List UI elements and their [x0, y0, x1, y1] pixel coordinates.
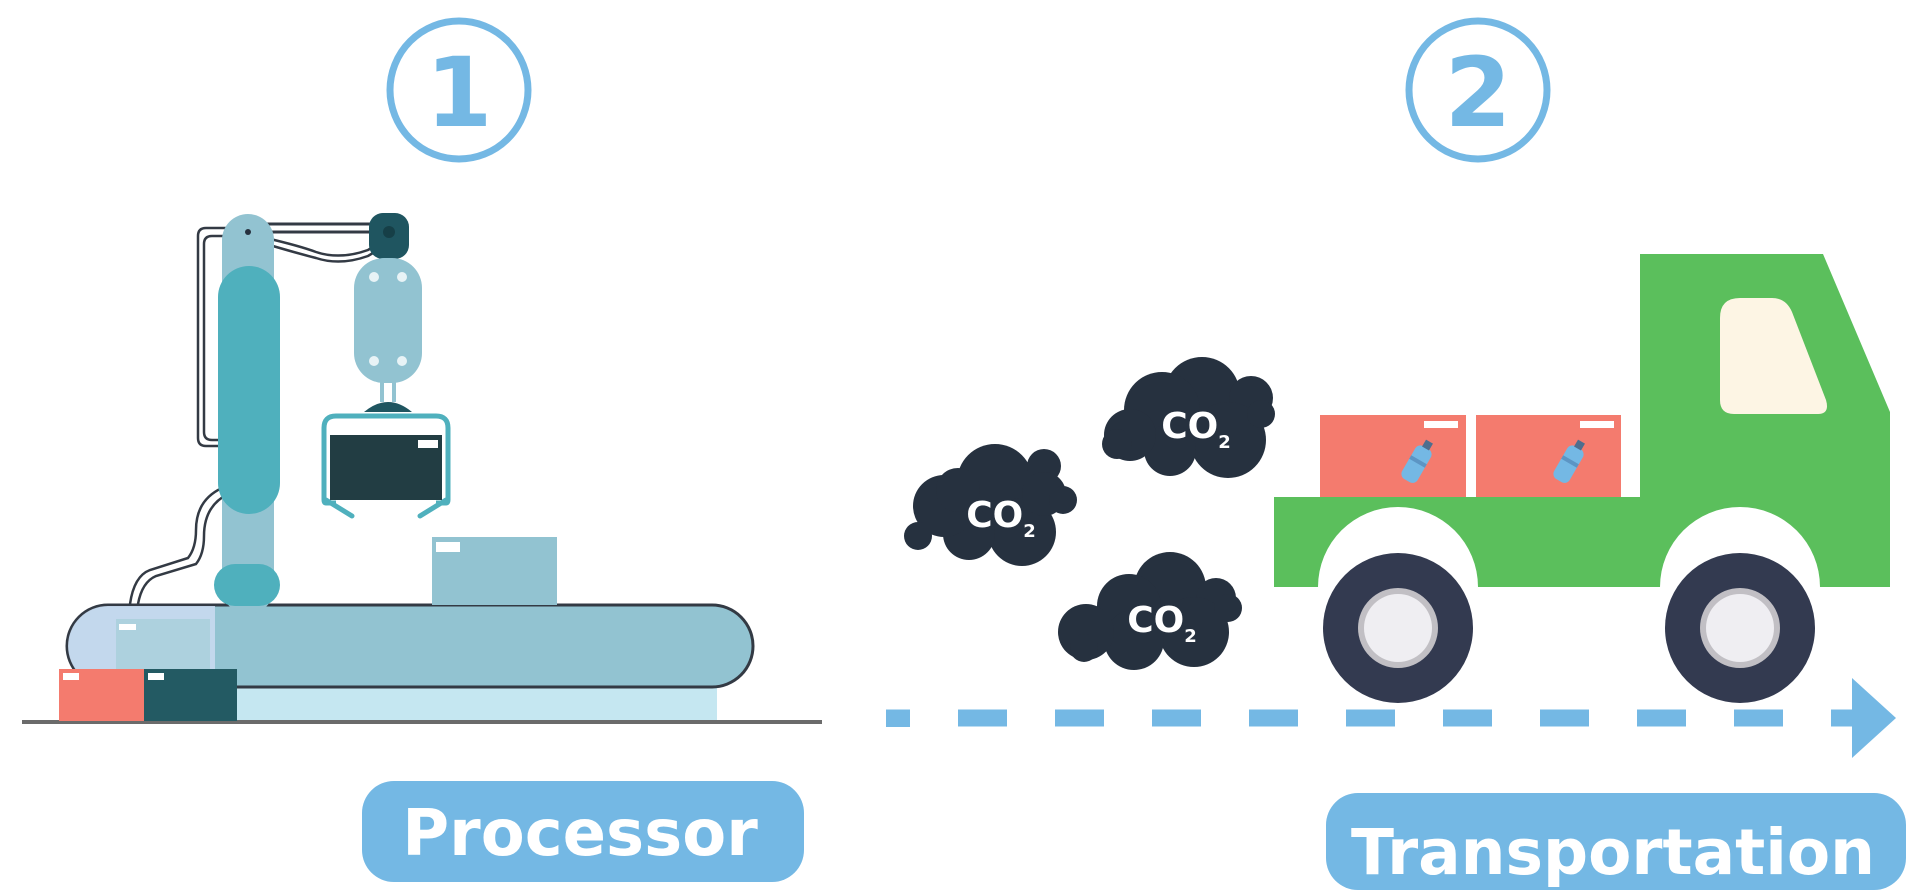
bottle-icon — [1553, 439, 1585, 483]
flow-arrow — [886, 678, 1896, 758]
processor-label: Processor — [362, 781, 804, 882]
svg-text:CO2: CO2 — [1127, 600, 1197, 647]
co2-label: CO — [1127, 600, 1184, 641]
svg-text:CO2: CO2 — [1161, 406, 1231, 453]
conveyor-box — [432, 537, 557, 605]
co2-cloud-1: CO2 — [904, 444, 1077, 566]
transportation-label-text: Transportation — [1351, 816, 1875, 889]
truck-window — [1720, 298, 1827, 414]
co2-label: CO — [966, 495, 1023, 536]
truck-wheel-front — [1665, 553, 1815, 703]
cargo-box-2 — [1476, 415, 1621, 497]
cargo-box-1 — [1320, 415, 1466, 497]
gripper-box — [330, 435, 442, 500]
conveyor-belt — [65, 603, 755, 689]
svg-text:CO2: CO2 — [966, 495, 1036, 542]
processor-label-text: Processor — [402, 797, 758, 871]
floor-box-red — [59, 669, 145, 721]
step-1-marker: 1 — [386, 17, 532, 163]
robot-arm-base — [214, 564, 280, 606]
conveyor-base — [225, 688, 717, 720]
arrow-head — [1852, 678, 1896, 758]
co2-subscript: 2 — [1023, 521, 1036, 542]
co2-subscript: 2 — [1218, 432, 1231, 453]
transportation-label: Transportation — [1326, 793, 1906, 890]
robot-arm-column — [218, 266, 280, 514]
step-1-number: 1 — [426, 37, 493, 149]
co2-cloud-3: CO2 — [1058, 552, 1242, 670]
step-2-marker: 2 — [1405, 17, 1551, 163]
bottle-icon — [1401, 439, 1433, 483]
truck-wheel-rear — [1323, 553, 1473, 703]
floor-box-dark — [144, 669, 237, 721]
co2-cloud-2: CO2 — [1102, 357, 1275, 478]
co2-subscript: 2 — [1184, 626, 1197, 647]
truck-illustration — [1274, 254, 1890, 703]
gripper-claw — [321, 413, 451, 519]
step-2-number: 2 — [1445, 37, 1512, 149]
processor-illustration — [22, 213, 822, 724]
co2-label: CO — [1161, 406, 1218, 447]
